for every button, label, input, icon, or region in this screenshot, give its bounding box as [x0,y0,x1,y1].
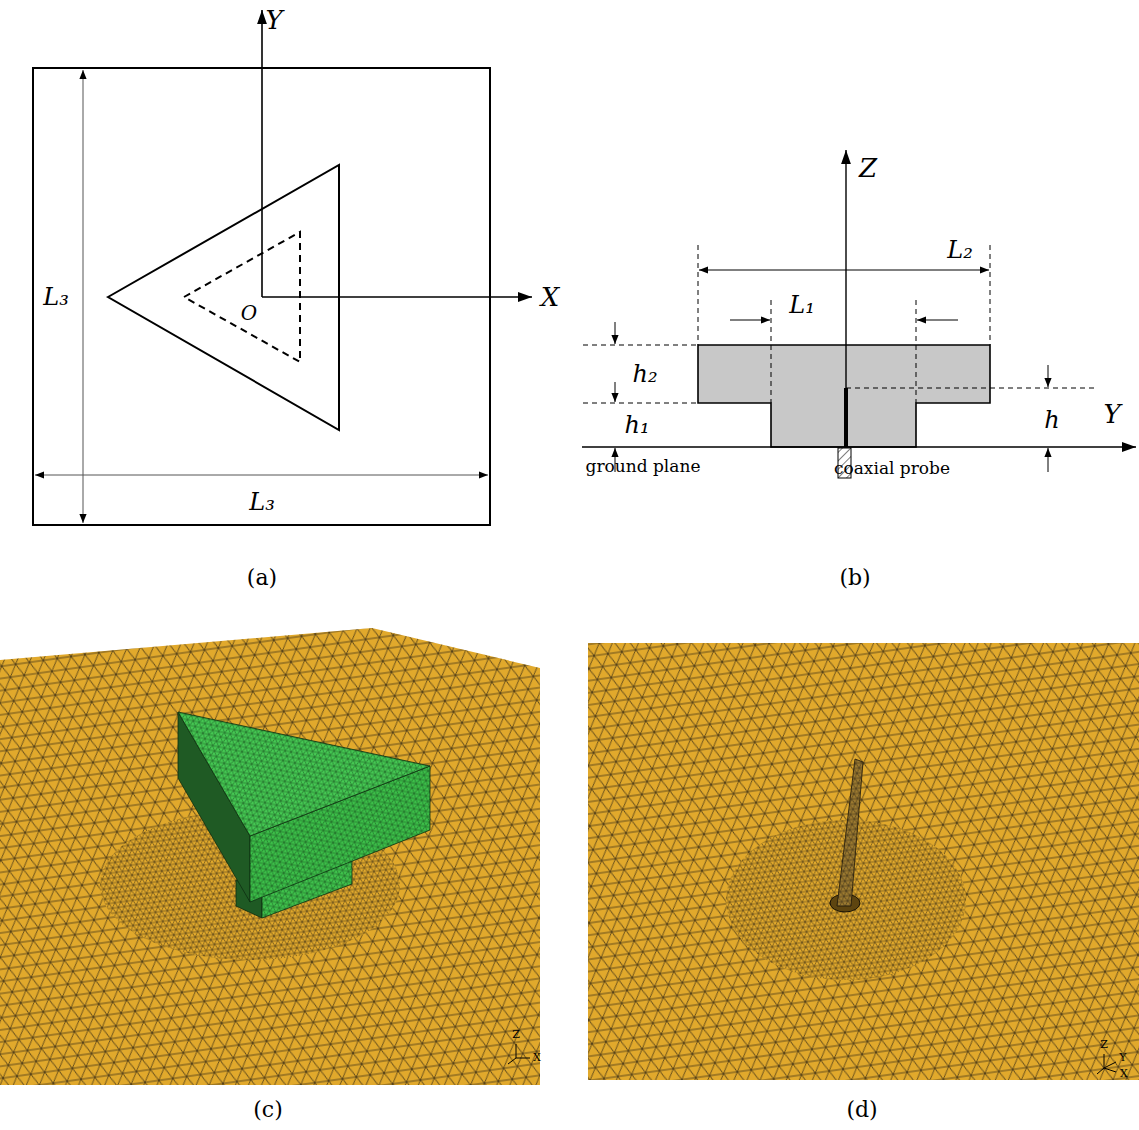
dimension-label: L₂ [947,237,973,263]
ground-plane-line [582,446,1136,448]
extension-line [771,300,772,403]
axis-label: X [1120,1068,1128,1080]
axis-label: X [533,1052,541,1064]
panel-caption: (b) [839,566,870,590]
panel-c-mesh [0,628,540,1085]
extension-line [916,300,917,403]
meshed-ground-plane [588,643,1139,1080]
mesh-lines [0,628,540,1085]
panel-caption: (a) [247,566,277,590]
dimension-label: L₃ [43,284,69,310]
dimension-line [699,270,989,271]
axis-label: Y [1119,1052,1126,1064]
dielectric-resonator [698,345,990,447]
probe-conductor [844,388,848,447]
extension-line [990,245,991,345]
panel-caption: (d) [846,1098,877,1122]
upper-triangle [108,165,339,430]
dimension-label: L₃ [249,489,275,515]
dimension-line [83,70,84,523]
x-axis [262,296,532,298]
z-axis [845,150,846,447]
mesh-lines [588,643,1139,1080]
dimension-line [35,475,488,476]
dimension-arrow [730,320,770,321]
axis-triad [1104,1062,1116,1068]
axis-label: Z [1100,1039,1108,1051]
axis-triad [516,1058,530,1059]
meshed-ground-plane [0,628,540,1085]
dimension-label: h [1044,407,1059,433]
axis-label: Y [1103,400,1120,429]
axis-triad [1104,1068,1116,1072]
axis-label: X [541,283,560,312]
dimension-arrow [917,320,958,321]
axis-triad [508,1058,516,1064]
origin-label: O [241,302,257,324]
dimension-arrow [615,382,616,402]
axis-label: Z [512,1029,520,1041]
dimension-label: h₂ [632,361,657,387]
dimension-arrow [1048,365,1049,387]
dimension-arrow [1048,448,1049,472]
axis-triad [1104,1054,1105,1068]
mesh-lines [178,712,430,836]
lower-triangle [184,232,300,362]
axis-triad [1097,1068,1104,1074]
part-label: ground plane [586,457,701,476]
part-label: coaxial probe [834,459,950,478]
axis-label: Y [265,6,282,35]
panel-b-drawing [582,150,1136,478]
probe-rod [837,759,863,906]
panel-caption: (c) [253,1098,283,1122]
panel-a-drawing [33,10,532,525]
mesh-lines [837,759,863,906]
extension-line [583,403,698,404]
dimension-label: L₁ [789,292,815,318]
axis-triad [516,1044,517,1058]
resonator-top-face [178,712,430,836]
axis-label: Z [859,154,877,183]
dimension-arrow [615,322,616,344]
extension-line [583,345,698,346]
extension-line [846,388,1095,389]
dimension-label: h₁ [624,412,649,438]
extension-line [698,245,699,345]
panel-d-mesh [588,643,1139,1080]
